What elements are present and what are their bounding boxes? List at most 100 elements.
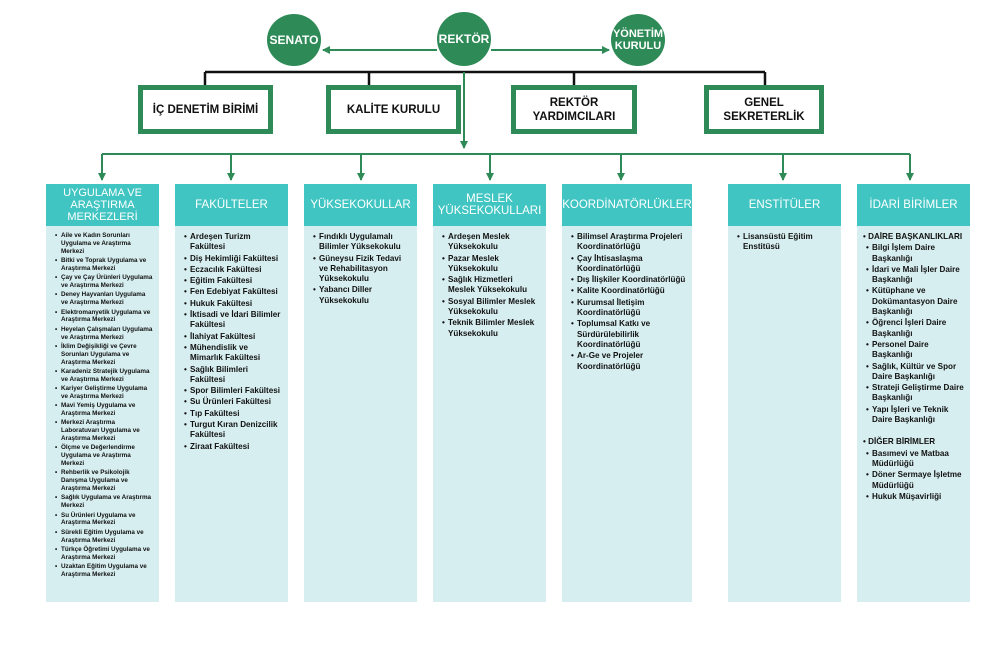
genel-sekreterlik-label: GENEL SEKRETERLİK	[723, 96, 805, 123]
rektor-yardimcilari-box: REKTÖR YARDIMCILARI	[511, 85, 637, 134]
column-title: MESLEK YÜKSEKOKULLARI	[433, 184, 546, 226]
column-title: YÜKSEKOKULLAR	[304, 184, 417, 226]
list-item: Rehberlik ve Psikolojik Danışma Uygulama…	[55, 469, 153, 492]
list-item: Diş Hekimliği Fakültesi	[184, 254, 282, 265]
column-list: Aile ve Kadın Sorunları Uygulama ve Araş…	[46, 226, 159, 579]
list-item: Ölçme ve Değerlendirme Uygulama ve Araşt…	[55, 444, 153, 467]
list-item: Ardeşen Meslek Yüksekokulu	[442, 232, 540, 253]
column-title: ENSTİTÜLER	[728, 184, 841, 226]
column-title: UYGULAMA VE ARAŞTIRMA MERKEZLERİ	[46, 184, 159, 226]
list-item: Personel Daire Başkanlığı	[866, 340, 964, 361]
list-item: Heyelan Çalışmaları Uygulama ve Araştırm…	[55, 326, 153, 342]
list-item: Merkezi Araştırma Laboratuvarı Uygulama …	[55, 419, 153, 442]
kalite-kurulu-label: KALİTE KURULU	[346, 103, 441, 116]
group-title-diger: • DİĞER BİRİMLER	[863, 437, 936, 447]
list-item: Yapı İşleri ve Teknik Daire Başkanlığı	[866, 405, 964, 426]
ic-denetim-label: İÇ DENETİM BİRİMİ	[152, 103, 259, 116]
column-yuksekokullar: YÜKSEKOKULLAR Fındıklı Uygulamalı Biliml…	[304, 184, 417, 602]
list-item: Toplumsal Katkı ve Sürdürülebilirlik Koo…	[571, 319, 686, 350]
list-item: Sürekli Eğitim Uygulama ve Araştırma Mer…	[55, 529, 153, 545]
list-item: Tıp Fakültesi	[184, 409, 282, 420]
column-title: KOORDİNATÖRLÜKLER	[562, 184, 692, 226]
list-item: Su Ürünleri Uygulama ve Araştırma Merkez…	[55, 512, 153, 528]
list-item: İdari ve Mali İşler Daire Başkanlığı	[866, 265, 964, 286]
list-item: Kurumsal İletişim Koordinatörlüğü	[571, 298, 686, 319]
list-item: Uzaktan Eğitim Uygulama ve Araştırma Mer…	[55, 563, 153, 579]
list-item: Güneysu Fizik Tedavi ve Rehabilitasyon Y…	[313, 254, 411, 285]
list-item: Bilimsel Araştırma Projeleri Koordinatör…	[571, 232, 686, 253]
list-item: Sağlık Hizmetleri Meslek Yüksekokulu	[442, 275, 540, 296]
list-item: Teknik Bilimler Meslek Yüksekokulu	[442, 318, 540, 339]
column-fakulteler: FAKÜLTELER Ardeşen Turizm FakültesiDiş H…	[175, 184, 288, 602]
ic-denetim-box: İÇ DENETİM BİRİMİ	[138, 85, 273, 134]
list-item: Bilgi İşlem Daire Başkanlığı	[866, 243, 964, 264]
column-list: Lisansüstü Eğitim Enstitüsü	[728, 226, 841, 253]
list-item: Strateji Geliştirme Daire Başkanlığı	[866, 383, 964, 404]
column-meslek-yuksekokullari: MESLEK YÜKSEKOKULLARI Ardeşen Meslek Yük…	[433, 184, 546, 602]
column-koordinatorlukler: KOORDİNATÖRLÜKLER Bilimsel Araştırma Pro…	[562, 184, 692, 602]
column-title: FAKÜLTELER	[175, 184, 288, 226]
list-item: Ar-Ge ve Projeler Koordinatörlüğü	[571, 351, 686, 372]
genel-sekreterlik-box: GENEL SEKRETERLİK	[704, 85, 824, 134]
list-item: Kütüphane ve Dokümantasyon Daire Başkanl…	[866, 286, 964, 317]
list-item: İlahiyat Fakültesi	[184, 332, 282, 343]
list-item: Turgut Kıran Denizcilik Fakültesi	[184, 420, 282, 441]
list-item: Sosyal Bilimler Meslek Yüksekokulu	[442, 297, 540, 318]
group-list: Basımevi ve Matbaa MüdürlüğüDöner Sermay…	[857, 448, 970, 503]
list-item: Döner Sermaye İşletme Müdürlüğü	[866, 470, 964, 491]
column-uygulama-arastirma: UYGULAMA VE ARAŞTIRMA MERKEZLERİ Aile ve…	[46, 184, 159, 602]
list-item: Deney Hayvanları Uygulama ve Araştırma M…	[55, 291, 153, 307]
list-item: Çay ve Çay Ürünleri Uygulama ve Araştırm…	[55, 274, 153, 290]
list-item: Mavi Yemiş Uygulama ve Araştırma Merkezi	[55, 402, 153, 418]
list-item: Su Ürünleri Fakültesi	[184, 397, 282, 408]
group-title-daire: • DAİRE BAŞKANLIKLARI	[863, 232, 963, 241]
list-item: Aile ve Kadın Sorunları Uygulama ve Araş…	[55, 232, 153, 255]
list-item: Çay İhtisaslaşma Koordinatörlüğü	[571, 254, 686, 275]
column-enstituler: ENSTİTÜLER Lisansüstü Eğitim Enstitüsü	[728, 184, 841, 602]
list-item: Fındıklı Uygulamalı Bilimler Yüksekokulu	[313, 232, 411, 253]
list-item: Hukuk Fakültesi	[184, 299, 282, 310]
column-list: Ardeşen Meslek YüksekokuluPazar Meslek Y…	[433, 226, 546, 339]
list-item: Bitki ve Toprak Uygulama ve Araştırma Me…	[55, 257, 153, 273]
list-item: Dış İlişkiler Koordinatörlüğü	[571, 275, 686, 286]
column-title: İDARİ BİRİMLER	[857, 184, 970, 226]
list-item: Türkçe Öğretimi Uygulama ve Araştırma Me…	[55, 546, 153, 562]
list-item: İktisadi ve İdari Bilimler Fakültesi	[184, 310, 282, 331]
list-item: Ardeşen Turizm Fakültesi	[184, 232, 282, 253]
list-item: Spor Bilimleri Fakültesi	[184, 386, 282, 397]
list-item: İklim Değişikliği ve Çevre Sorunları Uyg…	[55, 343, 153, 366]
rektor-label: REKTÖR	[438, 31, 490, 46]
column-idari-birimler: İDARİ BİRİMLER • DAİRE BAŞKANLIKLARI Bil…	[857, 184, 970, 602]
column-list: Fındıklı Uygulamalı Bilimler Yüksekokulu…	[304, 226, 417, 306]
yonetim-kurulu-label: YÖNETİM KURULU	[612, 28, 664, 52]
list-item: Elektromanyetik Uygulama ve Araştırma Me…	[55, 309, 153, 325]
list-item: Hukuk Müşavirliği	[866, 492, 964, 503]
list-item: Kalite Koordinatörlüğü	[571, 286, 686, 297]
list-item: Mühendislik ve Mimarlık Fakültesi	[184, 343, 282, 364]
rektor-node: REKTÖR	[437, 12, 491, 66]
list-item: Ziraat Fakültesi	[184, 442, 282, 453]
list-item: Yabancı Diller Yüksekokulu	[313, 285, 411, 306]
list-item: Sağlık Uygulama ve Araştırma Merkezi	[55, 494, 153, 510]
group-label: DAİRE BAŞKANLIKLARI	[868, 232, 963, 241]
list-item: Öğrenci İşleri Daire Başkanlığı	[866, 318, 964, 339]
list-item: Sağlık Bilimleri Fakültesi	[184, 365, 282, 386]
list-item: Karadeniz Stratejik Uygulama ve Araştırm…	[55, 368, 153, 384]
senato-node: SENATO	[267, 14, 321, 66]
list-item: Kariyer Geliştirme Uygulama ve Araştırma…	[55, 385, 153, 401]
yonetim-kurulu-node: YÖNETİM KURULU	[611, 14, 665, 66]
senato-label: SENATO	[269, 32, 319, 47]
column-list: Ardeşen Turizm FakültesiDiş Hekimliği Fa…	[175, 226, 288, 452]
group-list: Bilgi İşlem Daire Başkanlığıİdari ve Mal…	[857, 242, 970, 425]
list-item: Eczacılık Fakültesi	[184, 265, 282, 276]
list-item: Fen Edebiyat Fakültesi	[184, 287, 282, 298]
list-item: Lisansüstü Eğitim Enstitüsü	[737, 232, 835, 253]
list-item: Sağlık, Kültür ve Spor Daire Başkanlığı	[866, 362, 964, 383]
group-label: DİĞER BİRİMLER	[868, 437, 936, 447]
list-item: Pazar Meslek Yüksekokulu	[442, 254, 540, 275]
list-item: Basımevi ve Matbaa Müdürlüğü	[866, 449, 964, 470]
kalite-kurulu-box: KALİTE KURULU	[326, 85, 461, 134]
column-list: Bilimsel Araştırma Projeleri Koordinatör…	[562, 226, 692, 372]
rektor-yardimcilari-label: REKTÖR YARDIMCILARI	[532, 96, 616, 123]
